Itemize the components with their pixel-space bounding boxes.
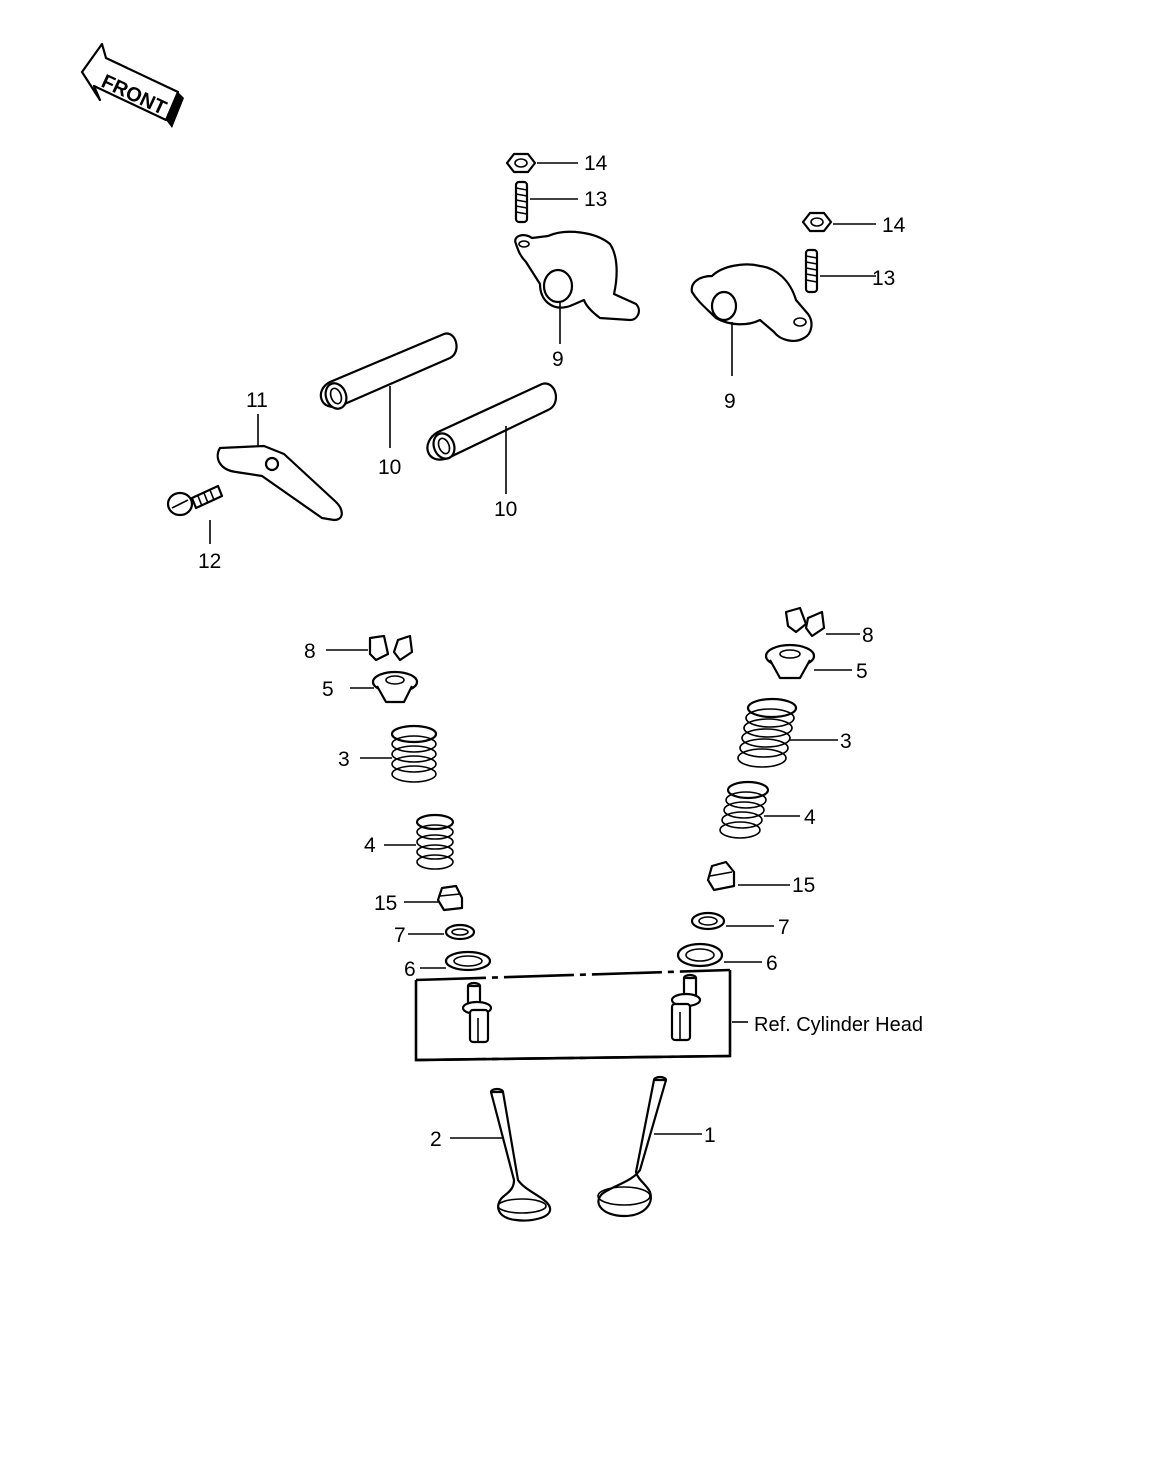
plate-11 [216,414,343,522]
label-10-upper: 10 [378,456,401,479]
label-10-lower: 10 [494,498,517,521]
collet-8-right [784,606,860,638]
bolt-12 [166,484,224,544]
label-7-left: 7 [394,924,406,947]
inner-spring-4-left [384,813,455,870]
seat-6-left [420,950,492,972]
valve-2 [450,1087,552,1222]
cylinder-head-reference-label: Ref. Cylinder Head [754,1014,923,1036]
label-8-left: 8 [304,640,316,663]
valve-guide-left [461,981,493,1044]
label-8-right: 8 [862,624,874,647]
label-13-left: 13 [584,188,607,211]
nut-14-right [801,211,876,233]
label-4-right: 4 [804,806,816,829]
retainer-5-right [764,643,852,680]
label-4-left: 4 [364,834,376,857]
label-3-right: 3 [840,730,852,753]
collet-8-left [326,634,414,662]
label-7-right: 7 [778,916,790,939]
cylinder-head-reference-box [414,968,748,1062]
front-arrow-icon: FRONT [80,42,184,128]
valve-1 [597,1075,702,1218]
seat-6-right [676,942,762,968]
label-11: 11 [246,389,268,412]
outer-spring-3-left [360,724,438,783]
label-5-left: 5 [322,678,334,701]
rocker-shaft-10-upper [319,332,458,448]
label-12: 12 [198,550,221,573]
outer-spring-3-right [737,697,838,768]
label-2: 2 [430,1128,442,1151]
stud-13-left [514,180,578,224]
stem-seal-15-left [404,884,464,912]
stud-13-right [804,248,876,294]
retainer-5-left [350,670,419,704]
label-14-left: 14 [584,152,608,175]
label-6-right: 6 [766,952,778,975]
label-1: 1 [704,1124,716,1147]
label-9-right: 9 [724,390,736,413]
stem-seal-15-right [706,860,790,892]
washer-7-left [408,923,476,941]
valve-guide-right [670,973,702,1042]
nut-14-left [505,152,578,174]
label-9-left: 9 [552,348,564,371]
rocker-arm-9-right [690,263,813,376]
rocker-arm-9-left [514,230,640,344]
label-15-right: 15 [792,874,815,897]
label-3-left: 3 [338,748,350,771]
label-13-right: 13 [872,267,895,290]
rocker-shaft-10-lower [426,382,558,494]
label-14-right: 14 [882,214,906,237]
label-15-left: 15 [374,892,397,915]
label-6-left: 6 [404,958,416,981]
label-5-right: 5 [856,660,868,683]
inner-spring-4-right [719,780,800,839]
washer-7-right [690,911,774,931]
